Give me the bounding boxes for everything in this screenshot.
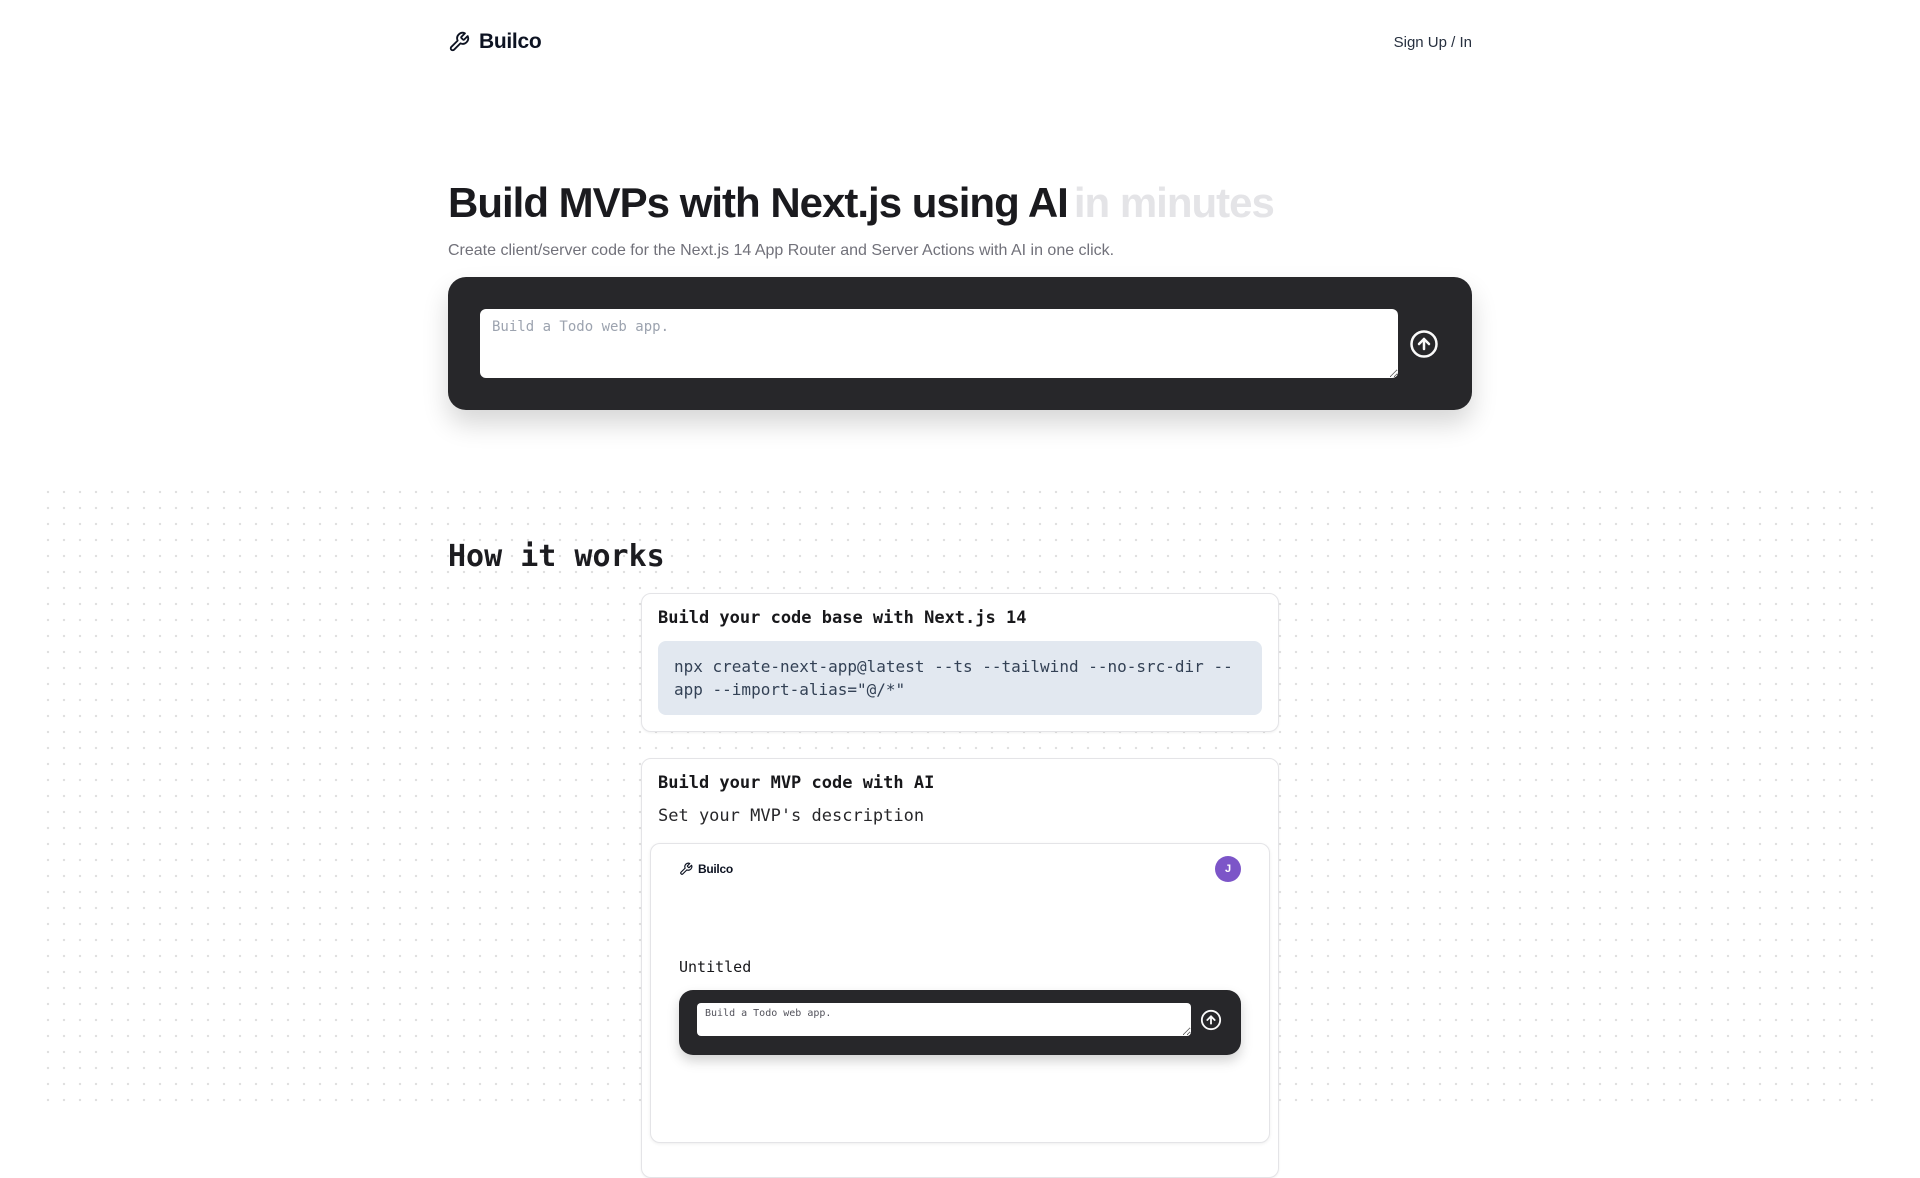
hero-subtitle: Create client/server code for the Next.j… (448, 242, 1115, 259)
step-title: Build your code base with Next.js 14 (658, 608, 1027, 628)
app-screenshot-header: Builco J (679, 856, 1241, 882)
user-avatar: J (1215, 856, 1241, 882)
code-block: npx create-next-app@latest --ts --tailwi… (658, 641, 1262, 715)
mini-brand-name: Builco (698, 862, 733, 876)
app-screenshot: Builco J Untitled (650, 843, 1270, 1143)
prompt-textarea[interactable] (480, 309, 1398, 378)
steps-column: Build your code base with Next.js 14 npx… (641, 593, 1279, 1178)
step-description: Set your MVP's description (658, 806, 925, 826)
mini-prompt-panel (679, 990, 1241, 1055)
mini-submit-button (1199, 1008, 1223, 1032)
how-it-works-section: How it works Build your code base with N… (40, 484, 1880, 1178)
step-card-mvp: Build your MVP code with AI Set your MVP… (641, 758, 1279, 1178)
arrow-up-circle-icon (1409, 329, 1439, 359)
brand-name: Builco (479, 30, 542, 53)
step-card-codebase: Build your code base with Next.js 14 npx… (641, 593, 1279, 732)
wrench-icon (448, 31, 470, 53)
header: Builco Sign Up / In (0, 0, 1920, 54)
hero-title-light: in minutes (1073, 179, 1275, 226)
step-title: Build your MVP code with AI (658, 773, 935, 793)
mini-brand-logo: Builco (679, 862, 733, 876)
hero-title-dark: Build MVPs with Next.js using AI (448, 179, 1069, 226)
mini-prompt-textarea (697, 1003, 1191, 1036)
submit-button[interactable] (1408, 328, 1440, 360)
project-title: Untitled (679, 958, 752, 976)
wrench-icon (679, 862, 693, 876)
how-it-works-heading: How it works (448, 539, 665, 574)
sign-up-in-link[interactable]: Sign Up / In (1393, 33, 1472, 51)
arrow-up-circle-icon (1200, 1009, 1222, 1031)
prompt-panel (448, 277, 1472, 410)
brand-logo[interactable]: Builco (448, 30, 542, 54)
